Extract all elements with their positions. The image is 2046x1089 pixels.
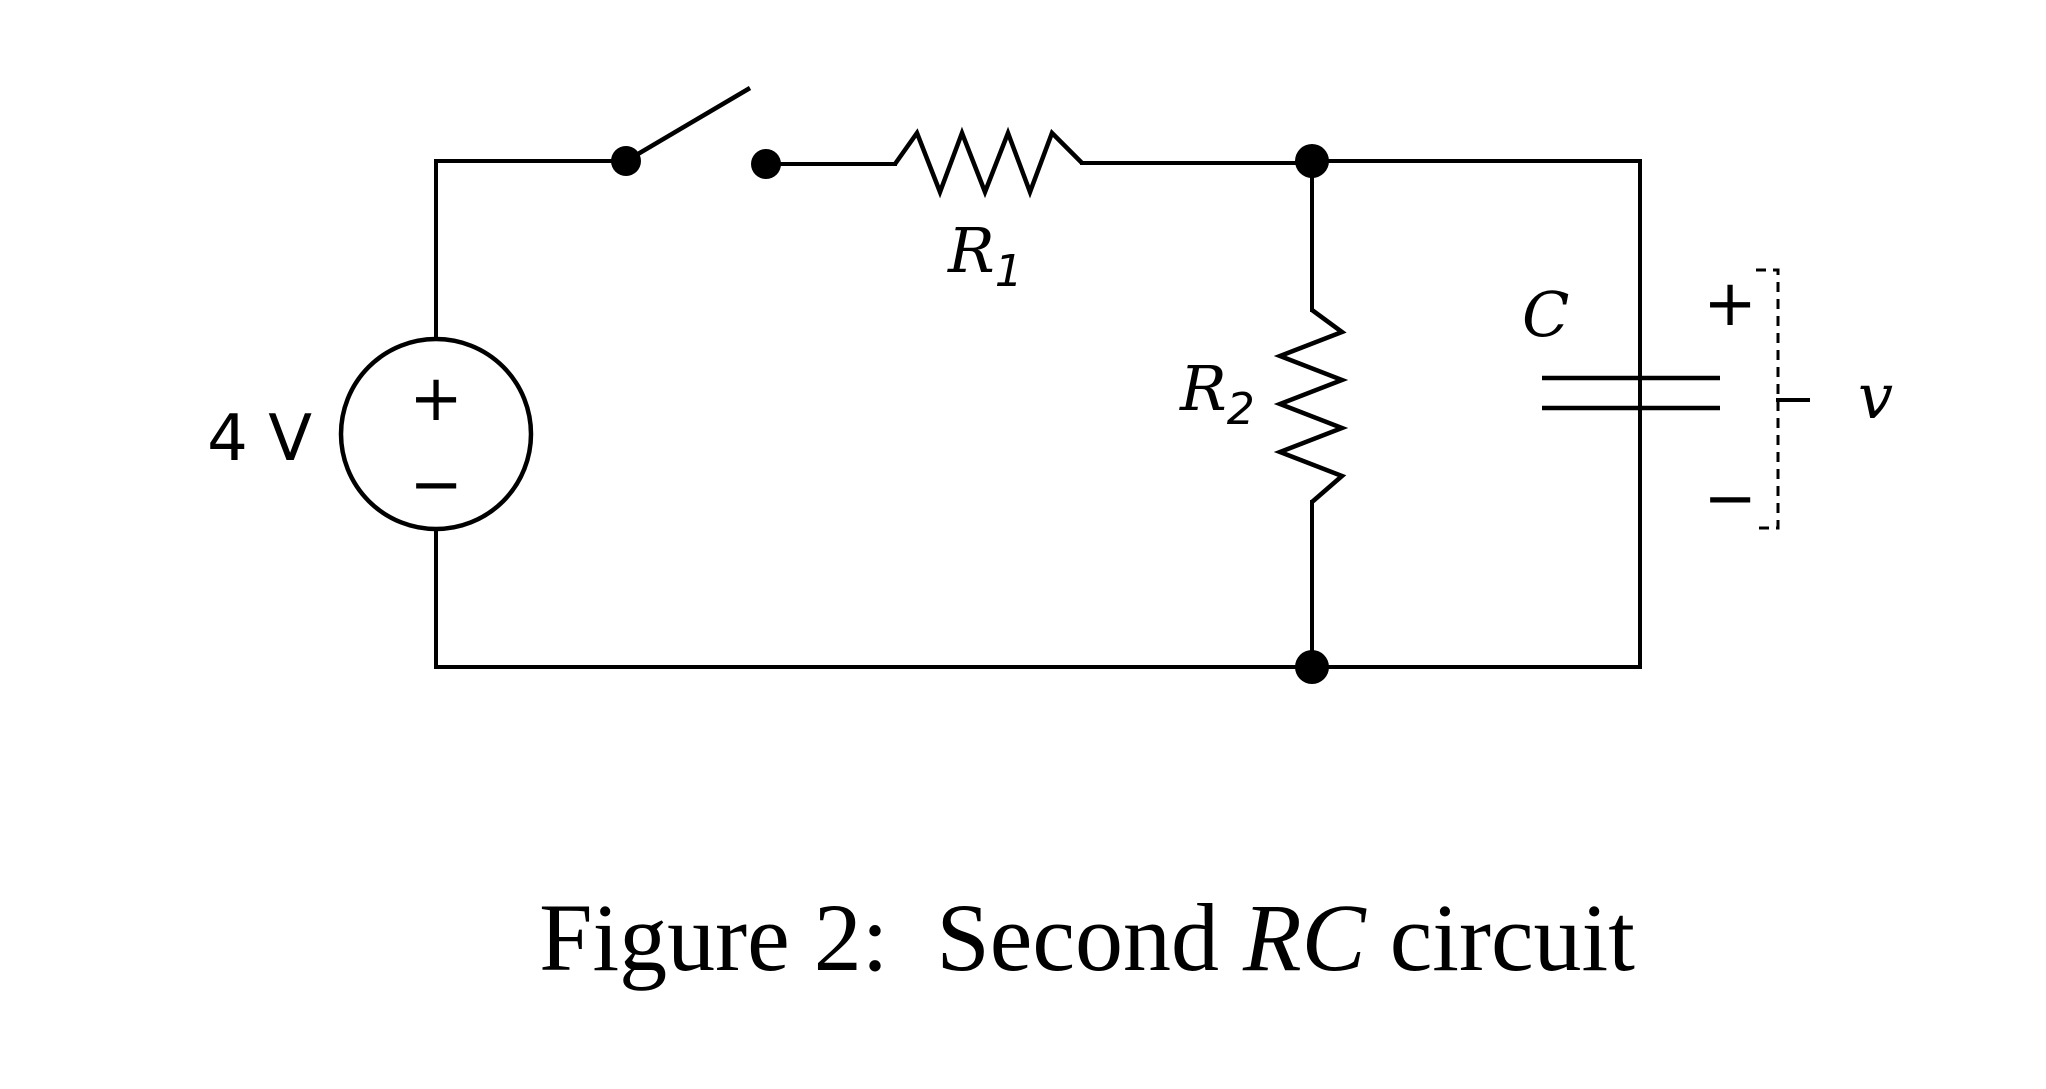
voltage-bracket: + − v (1703, 267, 1893, 536)
voltage-source-minus: − (409, 448, 463, 522)
resistor-r1-zigzag (893, 126, 1084, 199)
voltage-plus-sign: + (1703, 267, 1757, 341)
junction-bottom (1295, 650, 1329, 684)
resistor-r1: R1 (893, 126, 1084, 297)
capacitor-label: C (1522, 278, 1569, 351)
resistor-r1-label: R1 (947, 214, 1023, 297)
voltage-source-plus: + (409, 362, 463, 436)
voltage-source: + − 4 V (207, 336, 534, 532)
switch-blade (624, 86, 752, 163)
resistor-r2-zigzag (1273, 308, 1349, 504)
capacitor: C (1522, 278, 1720, 411)
voltage-source-label: 4 V (207, 402, 312, 476)
wires (434, 159, 1642, 669)
resistor-r2: R2 (1179, 308, 1349, 504)
voltage-source-circle (338, 336, 534, 532)
switch (611, 86, 781, 179)
figure-caption: Figure 2: Second RC circuit (419, 884, 1707, 991)
junction-top (1295, 144, 1329, 178)
voltage-bracket-line (1756, 268, 1780, 530)
voltage-minus-sign: − (1703, 462, 1757, 536)
wire-left-top (434, 159, 628, 340)
resistor-r2-label: R2 (1179, 352, 1255, 435)
wire-bottom (434, 159, 1642, 669)
switch-right-contact (751, 149, 781, 179)
voltage-label: v (1858, 360, 1893, 433)
